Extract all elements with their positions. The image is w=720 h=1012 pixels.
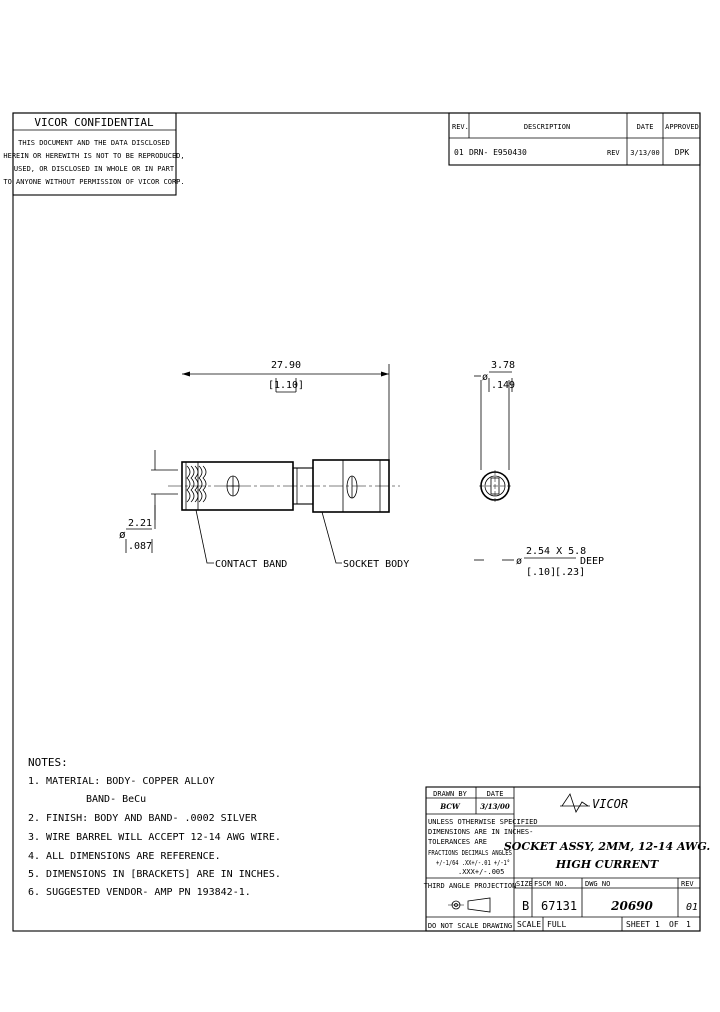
sheet-value: 1: [655, 920, 660, 929]
note-item: 1. MATERIAL: BODY- COPPER ALLOY: [28, 776, 215, 787]
contact-band-leader: [195, 509, 214, 564]
company-name: VICOR: [592, 797, 628, 811]
socket-end-view: ø 3.78 .149 ø 2.54 X 5.8 DEEP [.10] [.23…: [474, 360, 604, 578]
of-label: OF: [669, 920, 679, 929]
note-item: 3. WIRE BARREL WILL ACCEPT 12-14 AWG WIR…: [28, 832, 281, 843]
confidential-box: VICOR CONFIDENTIAL THIS DOCUMENT AND THE…: [3, 112, 185, 196]
socket-body-leader: [321, 511, 342, 564]
notes: NOTES: 1. MATERIAL: BODY- COPPER ALLOY B…: [28, 756, 281, 898]
side-diameter-symbol: ø: [482, 372, 488, 383]
length-arrow-right: [381, 371, 389, 377]
length-in-label: [1.10]: [268, 380, 304, 391]
tolerance-header: FRACTIONS DECIMALS ANGLES: [428, 849, 512, 857]
hole-in-label-b: [.23]: [555, 567, 585, 578]
revision-row-rev-mark: REV: [607, 149, 620, 157]
size-value: B: [522, 899, 529, 913]
size-label: SIZE: [516, 880, 533, 888]
title-block: DRAWN BY DATE BCW 3/13/00 UNLESS OTHERWI…: [424, 786, 711, 932]
revision-row-approved: DPK: [675, 148, 690, 157]
of-value: 1: [686, 920, 691, 929]
tolerance-line: DIMENSIONS ARE IN INCHES-: [428, 828, 533, 836]
scale-value: FULL: [547, 920, 566, 929]
revision-row-date: 3/13/00: [630, 149, 660, 157]
revision-block: REV. DESCRIPTION DATE APPROVED 01 DRN- E…: [448, 112, 701, 166]
revision-row-description: DRN- E950430: [469, 148, 527, 157]
fscm-value: 67131: [541, 899, 577, 913]
tolerance-line: TOLERANCES ARE: [428, 838, 487, 846]
note-item: BAND- BeCu: [86, 794, 146, 805]
diameter-mm-label: 2.21: [128, 518, 152, 529]
hole-diameter-symbol: ø: [516, 556, 522, 567]
hole-in-label-a: [.10]: [526, 567, 556, 578]
note-item: 2. FINISH: BODY AND BAND- .0002 SILVER: [28, 813, 258, 824]
drawing-title-line1: SOCKET ASSY, 2MM, 12-14 AWG.: [504, 840, 711, 853]
projection-label: THIRD ANGLE PROJECTION: [424, 882, 517, 890]
scale-label: SCALE: [517, 920, 541, 929]
sheet-border: [12, 112, 701, 932]
hole-depth-label: DEEP: [580, 556, 604, 567]
note-item: 6. SUGGESTED VENDOR- AMP PN 193842-1.: [28, 887, 251, 898]
drawn-date-label: DATE: [487, 790, 504, 798]
revision-row-rev: 01: [454, 148, 464, 157]
tolerance-values: +/-1/64 .XX+/-.01 +/-1°: [436, 859, 510, 867]
side-diameter-in-label: .149: [491, 380, 515, 391]
confidential-line: HEREIN OR HEREWITH IS NOT TO BE REPRODUC…: [3, 152, 184, 160]
length-arrow-left: [182, 371, 190, 377]
no-scale-note: DO NOT SCALE DRAWING: [428, 922, 512, 930]
drawn-by-value: BCW: [439, 802, 461, 811]
rev-header: REV.: [452, 123, 469, 131]
length-mm-label: 27.90: [271, 360, 301, 371]
sheet-label: SHEET: [626, 920, 650, 929]
confidential-title: VICOR CONFIDENTIAL: [34, 116, 154, 129]
dwg-label: DWG NO: [585, 880, 610, 888]
vicor-logo-icon: [561, 793, 589, 813]
approved-header: APPROVED: [665, 123, 699, 131]
diameter-symbol: ø: [119, 528, 126, 541]
side-diameter-mm-label: 3.78: [491, 360, 515, 371]
drawn-by-label: DRAWN BY: [433, 790, 468, 798]
tolerance-line: UNLESS OTHERWISE SPECIFIED: [428, 818, 538, 826]
dwg-value: 20690: [610, 899, 653, 913]
date-header: DATE: [637, 123, 654, 131]
diameter-in-label: .087: [128, 541, 152, 552]
note-item: 4. ALL DIMENSIONS ARE REFERENCE.: [28, 851, 221, 862]
contact-band-label: CONTACT BAND: [215, 559, 287, 570]
confidential-line: THIS DOCUMENT AND THE DATA DISCLOSED: [18, 139, 170, 147]
drawing-title-line2: HIGH CURRENT: [555, 858, 659, 871]
confidential-line: TO ANYONE WITHOUT PERMISSION OF VICOR CO…: [3, 178, 184, 186]
confidential-line: USED, OR DISCLOSED IN WHOLE OR IN PART: [14, 165, 175, 173]
vicor-logo: VICOR: [560, 793, 628, 813]
rev-label: REV: [681, 880, 694, 888]
description-header: DESCRIPTION: [524, 123, 570, 131]
fscm-label: FSCM NO.: [534, 880, 568, 888]
contact-band: [186, 465, 207, 503]
drawn-date-value: 3/13/00: [480, 802, 510, 811]
note-item: 5. DIMENSIONS IN [BRACKETS] ARE IN INCHE…: [28, 869, 281, 880]
socket-body-label: SOCKET BODY: [343, 559, 409, 570]
socket-side-view: 27.90 [1.10]: [119, 360, 409, 570]
rev-value: 01: [686, 902, 698, 913]
third-angle-projection-icon: [448, 897, 491, 913]
notes-title: NOTES:: [28, 756, 68, 769]
hole-mm-label: 2.54 X 5.8: [526, 546, 586, 557]
tolerance-values: .XXX+/-.005: [458, 868, 504, 876]
